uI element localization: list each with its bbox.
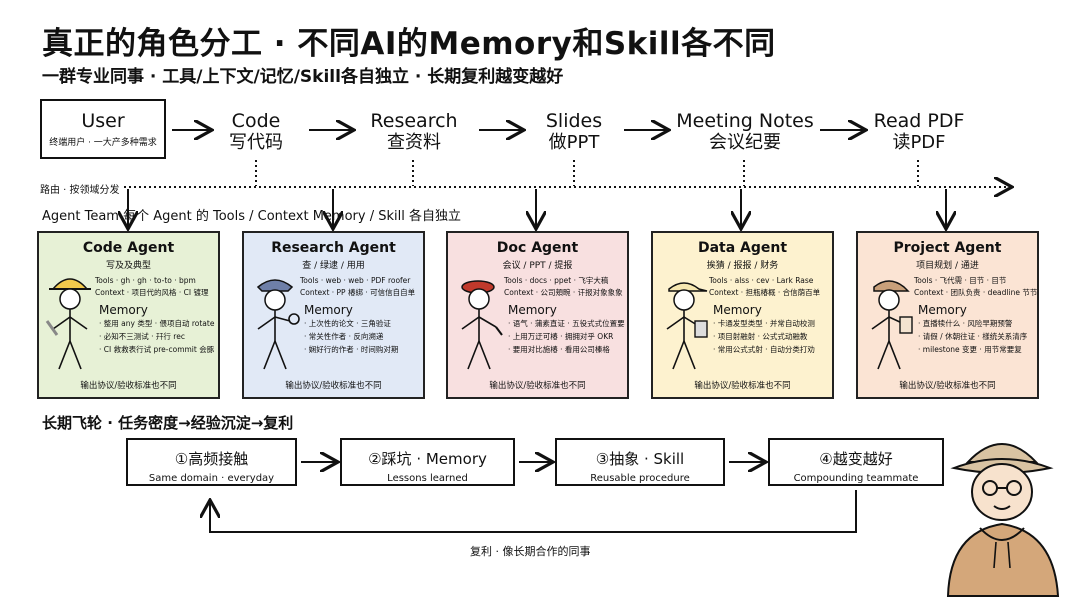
stage-research: Research 查资料 [364,110,464,154]
loop-label: 复利 · 像长期合作的同事 [470,545,591,558]
flywheel-label: 长期飞轮 · 任务密度→经验沉淀→复利 [42,414,294,432]
agent-memory-title: Memory [99,303,148,317]
agent-subtitle: 写及及典型 [105,261,151,271]
flywheel-step-2: ②踩坑 · Memory Lessons learned [340,438,515,486]
agent-subtitle: 项目规划 / 通进 [916,261,979,271]
agent-memory-item: · 要用对比施椿 · 看用公司榛格 [508,345,610,354]
agent-context: Context · 项目代的风格 · CI 镀理 [95,288,209,297]
user-title: User [81,110,125,132]
agent-memory-item: · 语气 · 蒲素直证 · 五役式式位置要 [508,319,625,328]
agent-footer: 输出协议/验收标准也不同 [80,381,177,391]
agent-memory-item: · 上次性的论文 · 三角验证 [304,319,391,328]
agent-card-data: Data Agent 挨猜 / 报报 / 财务 Tools · alss · c… [651,231,834,399]
flywheel-step-3: ③抽象 · Skill Reusable procedure [555,438,725,486]
agent-card-doc: Doc Agent 会议 / PPT / 提报 Tools · docs · p… [446,231,629,399]
peaked-cap-figure-icon [871,280,913,370]
agent-footer: 输出协议/验收标准也不同 [489,381,586,391]
agent-subtitle: 挨猜 / 报报 / 财务 [706,261,779,271]
step-title: ④越变越好 [819,450,893,468]
hardhat-figure-icon [45,278,91,370]
page-subtitle: 一群专业同事 · 工具/上下文/记忆/Skill各自独立 · 长期复利越变越好 [42,67,564,87]
stage-en: Code [231,110,281,132]
agent-tools: Tools · alss · cev · Lark Rase [709,276,814,285]
agent-tools: Tools · gh · gh · to-to · bpm [95,276,196,285]
agent-context: Context · 团队负责 · deadline 节节 [914,288,1038,297]
agent-title: Doc Agent [496,240,579,256]
agent-context: Context · PP 椿綁 · 可信信自自单 [300,288,416,297]
step-title: ③抽象 · Skill [595,450,685,468]
agent-tools: Tools · 飞代需 · 目节 · 目节 [914,276,1007,285]
agent-memory-title: Memory [918,303,967,317]
agent-memory-item: · milestone 变更 · 用节常要复 [918,345,1022,354]
stage-zh: 做PPT [548,132,600,153]
agent-tools: Tools · docs · ppet · 飞宇大稿 [504,276,609,285]
stage-zh: 读PDF [892,132,946,153]
team-label: Agent Team 每个 Agent 的 Tools / Context Me… [42,209,461,224]
agent-title: Research Agent [271,240,396,256]
visor-figure-icon [666,282,708,370]
agent-memory-item: · 卡通发型类型 · 并常自动校测 [713,319,815,328]
agent-context: Context · 公司頬畹 · 讦报对象象象 [504,288,623,297]
user-box: User 终端用户 · 一大产多种需求 [40,99,166,159]
agent-memory-title: Memory [508,303,557,317]
agent-memory-item: · 常关性作者 · 反向溯递 [304,332,384,341]
stage-zh: 写代码 [229,132,283,153]
agent-memory-item: · 必知不三测试 · 幵行 rec [99,332,185,341]
agent-memory-item: · 上用万迂可椿 · 拥拥对乎 OKR [508,332,614,341]
agent-memory-item: · 娴好行的作者 · 时间购对期 [304,345,399,354]
step-subtitle: Reusable procedure [590,473,690,484]
agent-card-research: Research Agent 查 / 绿逮 / 用用 Tools · web ·… [242,231,425,399]
agent-subtitle: 会议 / PPT / 提报 [502,261,573,271]
agent-title: Code Agent [82,240,175,256]
user-subtitle: 终端用户 · 一大产多种需求 [49,138,157,148]
flywheel-step-4: ④越变越好 Compounding teammate [768,438,944,486]
agent-card-project: Project Agent 项目规划 / 通进 Tools · 飞代需 · 目节… [856,231,1039,399]
stage-code: Code 写代码 [206,110,306,154]
stage-en: Slides [545,110,603,132]
step-subtitle: Same domain · everyday [148,473,275,484]
agent-memory-item: · 常用公式式射 · 自动分类打劝 [713,345,815,354]
agent-memory-item: · CI 救救表行试 pre-commit 会豚 [99,345,215,354]
agent-footer: 输出协议/验收标准也不同 [285,381,382,391]
agent-memory-item: · 整用 any 类型 · 偎项自动 rotate [99,319,215,328]
beret-figure-icon [461,280,503,370]
agent-context: Context · 担瓶椿概 · 合信荫百单 [709,288,821,297]
stage-zh: 会议纪要 [709,132,781,153]
bucket-hat-person-icon [946,443,1060,597]
stage-slides: Slides 做PPT [524,110,624,154]
police-cap-figure-icon [256,279,300,370]
agent-memory-item: · 直播犊什么 · 风险早期预警 [918,319,1013,328]
step-title: ①高频接触 [174,450,249,468]
agent-footer: 输出协议/验收标准也不同 [694,381,791,391]
agent-title: Data Agent [697,240,788,256]
agent-footer: 输出协议/验收标准也不同 [899,381,996,391]
stage-meeting-notes: Meeting Notes 会议纪要 [670,110,820,154]
agent-memory-item: · 请假 / 休朝往证 · 樣统关系清序 [918,332,1028,341]
page-title: 真正的角色分工 · 不同AI的Memory和Skill各不同 [42,26,776,62]
agent-memory-title: Memory [304,303,353,317]
step-title: ②踩坑 · Memory [368,450,487,468]
agent-title: Project Agent [893,240,1002,256]
stage-en: Research [370,110,458,132]
route-label: 路由 · 按领域分发 [40,185,120,196]
agent-card-code: Code Agent 写及及典型 Tools · gh · gh · to-to… [37,231,220,399]
stage-en: Meeting Notes [676,110,814,132]
stage-read-pdf: Read PDF 读PDF [864,110,974,154]
stage-zh: 查资料 [387,132,441,153]
agent-subtitle: 查 / 绿逮 / 用用 [302,261,365,271]
stage-en: Read PDF [873,110,965,132]
step-subtitle: Lessons learned [387,473,468,484]
agent-tools: Tools · web · web · PDF roofer [300,276,411,285]
flywheel-step-1: ①高频接触 Same domain · everyday [126,438,297,486]
step-subtitle: Compounding teammate [793,473,919,484]
agent-memory-title: Memory [713,303,762,317]
agent-memory-item: · 项目射融射 · 公式式动融教 [713,332,808,341]
